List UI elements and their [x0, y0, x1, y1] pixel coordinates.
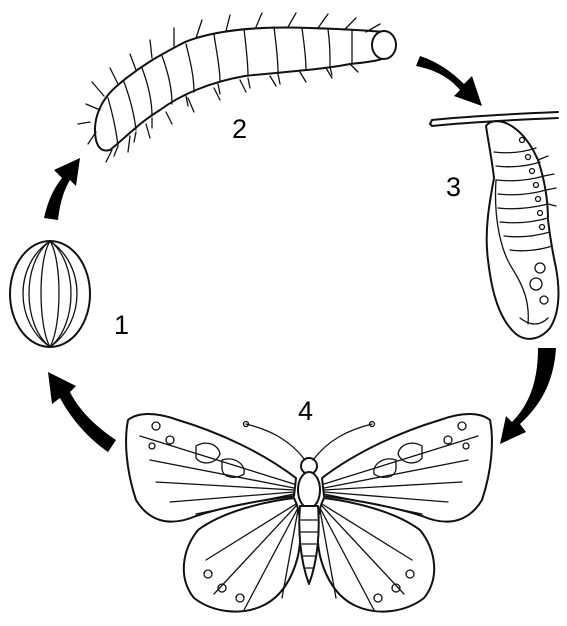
- arrow-butterfly-to-egg: [48, 372, 116, 452]
- butterfly-illustration: [126, 414, 492, 612]
- stage-label-chrysalis: 3: [446, 172, 461, 202]
- arrow-caterpillar-to-chrysalis: [416, 56, 482, 106]
- stage-label-egg: 1: [114, 310, 129, 340]
- stage-label-caterpillar: 2: [232, 114, 247, 144]
- arrow-chrysalis-to-butterfly: [500, 348, 556, 444]
- stage-label-butterfly: 4: [298, 396, 313, 426]
- chrysalis-illustration: [430, 112, 558, 339]
- arrow-egg-to-caterpillar: [44, 158, 80, 220]
- egg-illustration: [10, 241, 90, 347]
